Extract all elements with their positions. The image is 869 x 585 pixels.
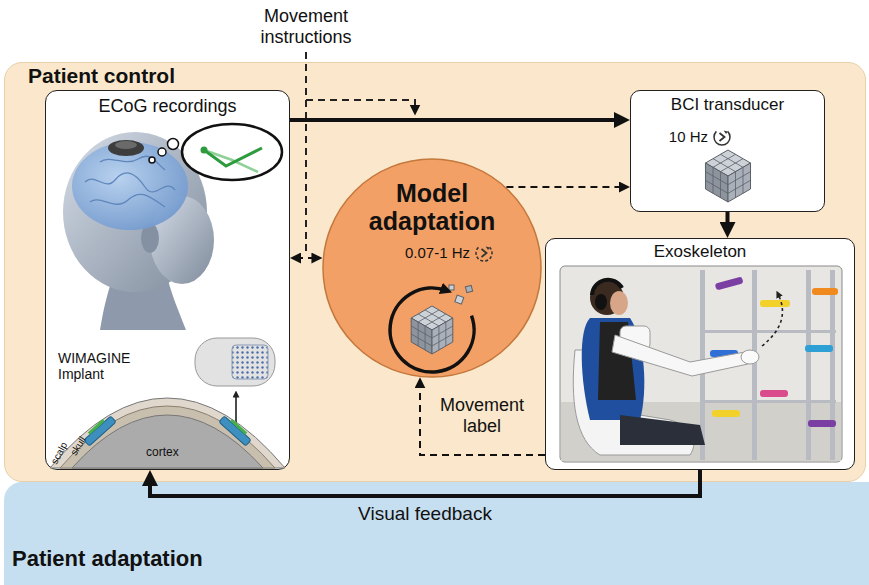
exoskeleton-photo-part (808, 420, 836, 427)
layer-name: cortex (146, 446, 179, 460)
box-shape (45, 90, 290, 470)
thought-bubble-part (201, 147, 208, 154)
exoskeleton-photo-part (610, 291, 628, 315)
signal-arrow (726, 212, 730, 229)
part-name: WIMAGINE Implant (58, 350, 158, 382)
head-illustration-part (108, 140, 144, 156)
exoskeleton-photo-part (715, 276, 744, 290)
edge-label: Visual feedback (358, 503, 492, 525)
head-illustration-part (85, 156, 175, 207)
box-title-slot: Exoskeleton (545, 242, 855, 262)
rate-label-slot: 0.07-1 Hz (362, 244, 470, 262)
circle-title-slot: Model adaptation (352, 180, 512, 235)
model-adaptation-circle: Model adaptation 0.07-1 Hz (322, 158, 542, 378)
thought-bubble-part (204, 148, 262, 166)
circle-title: Model adaptation (352, 180, 512, 235)
exoskeleton-photo-part (612, 335, 748, 376)
exoskeleton-photo-part (620, 415, 705, 445)
box-title-slot: ECoG recordings (45, 96, 290, 117)
edge-label-slot: Visual feedback (275, 503, 575, 525)
band-title-slot: Patient adaptation (12, 546, 352, 571)
implant-photo-part (232, 345, 268, 379)
patient-control-panel: Patient controlECoG recordingsModel adap… (4, 62, 866, 482)
edge-label-slot: Movement label (430, 395, 534, 436)
exoskeleton-photo (560, 266, 842, 462)
exoskeleton-photo-part-part (830, 270, 835, 460)
edge-label: Movement label (430, 395, 534, 436)
implant-photo-part (195, 338, 275, 386)
box-title: BCI transducer (671, 95, 784, 115)
exoskeleton-photo-part-part (700, 400, 836, 403)
signal-arrow (290, 118, 621, 122)
panel-title: Patient control (28, 64, 175, 88)
patient-adaptation-band: Patient adaptation (4, 482, 869, 585)
rate-label-slot: 10 Hz (648, 128, 708, 146)
box-shape (545, 238, 855, 470)
band-title: Patient adaptation (12, 546, 203, 571)
thought-bubble-part (182, 124, 282, 180)
circle-shape (323, 159, 541, 377)
exoskeleton-photo-part (712, 410, 740, 417)
thought-bubble-part (168, 139, 179, 150)
bci-transducer-box: BCI transducer 10 Hz (630, 90, 825, 212)
exoskeleton-photo-part (805, 345, 833, 352)
exoskeleton-photo-part (595, 294, 607, 310)
layer-name-slot: cortex (146, 442, 179, 460)
implant-photo-part (235, 394, 237, 424)
part-name-slot: WIMAGINE Implant (58, 350, 158, 382)
instruction-note: Movement instructions (246, 6, 366, 47)
exoskeleton-photo-part (760, 300, 790, 307)
rate-label: 0.07-1 Hz (405, 244, 470, 261)
exoskeleton-box: Exoskeleton (545, 238, 855, 470)
exoskeleton-photo-part (760, 390, 788, 397)
box-shape (4, 62, 866, 482)
thought-bubble-part (149, 157, 155, 163)
instruction-note-slot: Movement instructions (246, 6, 366, 47)
skull-cross-section-part (72, 415, 263, 468)
model-cube-part (449, 285, 454, 290)
exoskeleton-photo-part (741, 350, 759, 364)
exoskeleton-photo-part (560, 266, 842, 462)
exoskeleton-photo-part-part (752, 270, 757, 460)
panel-title-slot: Patient control (28, 64, 348, 88)
exoskeleton-photo-part-part (700, 330, 836, 333)
model-cube-part (465, 285, 472, 292)
thought-bubble-part (158, 148, 166, 156)
rate-label: 10 Hz (669, 128, 708, 145)
box-title: Exoskeleton (654, 242, 747, 262)
exoskeleton-photo-part (812, 288, 838, 295)
box-title: ECoG recordings (98, 96, 236, 117)
exoskeleton-photo-part (762, 294, 782, 346)
ecog-box: ECoG recordings (45, 90, 290, 470)
box-title-slot: BCI transducer (630, 95, 825, 115)
instruction-leader-part (305, 52, 307, 254)
exoskeleton-photo-part (592, 280, 622, 295)
exoskeleton-photo-part-part (806, 270, 811, 460)
head-illustration-part (115, 141, 137, 149)
